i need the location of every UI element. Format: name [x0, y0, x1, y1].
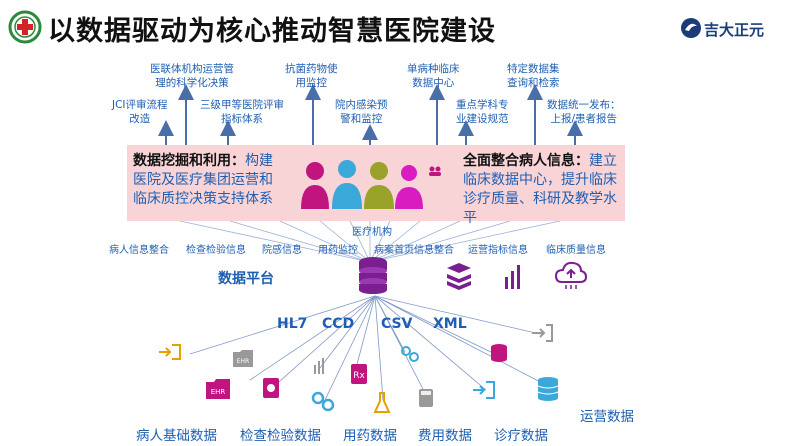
- people-icon: [429, 166, 441, 176]
- flask-icon: [373, 392, 391, 413]
- brand-logo: 吉大正元: [680, 17, 764, 43]
- nurse-icon: [395, 165, 423, 209]
- import-arrow-icon: [159, 344, 181, 360]
- org-label: 医疗机构: [352, 227, 392, 238]
- source-operation-index: 运营指标信息: [468, 245, 528, 256]
- goal-single-disease-center: 单病种临床 数据中心: [407, 63, 460, 89]
- upward-arrows: [158, 84, 583, 145]
- goal-data-publish: 数据统一发布： 上报/患者报告: [547, 99, 621, 125]
- goal-jci-review: JCI评审流程 改造: [112, 99, 168, 125]
- platform-label: 数据平台: [218, 271, 274, 287]
- medical-staff-illustration: [301, 160, 441, 209]
- format-xml: XML: [433, 316, 467, 332]
- prescription-icon: Rx: [351, 364, 367, 384]
- import-arrow-blue-icon: [473, 381, 495, 399]
- goal-key-discipline: 重点学科专 业建设规范: [456, 99, 509, 125]
- svg-text:Rx: Rx: [353, 371, 365, 381]
- gears-icon: [311, 391, 335, 412]
- ehr-folder-gray-icon: EHR: [233, 350, 253, 367]
- fan-lines-bottom: [189, 295, 549, 401]
- patient-integration-goal: 全面整合病人信息：建立临床数据中心，提升临床诊疗质量、科研及教学水平: [463, 153, 617, 226]
- svg-text:EHR: EHR: [211, 388, 226, 396]
- source-patient-info: 病人信息整合: [109, 245, 169, 256]
- bar-chart-icon: [505, 265, 520, 289]
- source-infection-info: 院感信息: [262, 245, 302, 256]
- format-ccd: CCD: [322, 316, 355, 332]
- brand-name: 吉大正元: [704, 21, 765, 39]
- gears-small-icon: [401, 346, 419, 362]
- goal-dataset-query: 特定数据集 查询和检索: [507, 63, 560, 89]
- bottom-cost-data: 费用数据: [418, 428, 472, 444]
- doctor-female-icon: [301, 162, 329, 209]
- calculator-icon: [419, 389, 433, 407]
- source-medical-record: 病案首页信息整合: [374, 245, 454, 256]
- doctor-senior-icon: [364, 162, 394, 209]
- lab-report-icon: [263, 378, 279, 398]
- export-arrow-gray-icon: [532, 324, 553, 342]
- fan-lines-top: [179, 220, 561, 263]
- bottom-medication-data: 用药数据: [343, 428, 397, 444]
- cloud-icon: [554, 261, 588, 289]
- source-medication-monitor: 用药监控: [318, 245, 358, 256]
- bottom-exam-data: 检查检验数据: [240, 428, 321, 444]
- bottom-patient-data: 病人基础数据: [136, 428, 217, 444]
- bar-chart-small-icon: [314, 358, 324, 374]
- format-csv: CSV: [381, 316, 413, 332]
- goal-antibiotic-monitor: 抗菌药物使 用监控: [285, 63, 338, 89]
- goal-consortium-decision: 医联体机构运营管 理的科学化决策: [150, 63, 234, 89]
- database-blue-icon: [537, 377, 559, 401]
- data-mining-goal: 数据挖掘和利用：构建医院及医疗集团运营和临床质控决策支持体系: [133, 153, 273, 207]
- svg-text:EHR: EHR: [237, 358, 249, 365]
- brand-swirl-logo-icon: [681, 18, 701, 38]
- ehr-folder-icon: EHR: [206, 379, 230, 399]
- format-hl7: HL7: [277, 316, 308, 332]
- hospital-cross-logo-icon: [8, 10, 42, 44]
- database-main-icon: [359, 257, 387, 294]
- source-exam-info: 检查检验信息: [186, 245, 246, 256]
- bottom-treatment-data: 诊疗数据: [494, 428, 548, 444]
- page-title: 以数据驱动为核心推动智慧医院建设: [48, 16, 496, 47]
- goal-infection-warning: 院内感染预 警和监控: [335, 99, 388, 125]
- database-small-icon: [491, 344, 507, 362]
- goal-grade3a-index: 三级甲等医院评审 指标体系: [200, 99, 284, 125]
- doctor-male-icon: [332, 160, 362, 209]
- server-stack-icon: [447, 263, 471, 290]
- source-clinical-quality: 临床质量信息: [546, 245, 606, 256]
- bottom-operation-data: 运营数据: [580, 409, 634, 425]
